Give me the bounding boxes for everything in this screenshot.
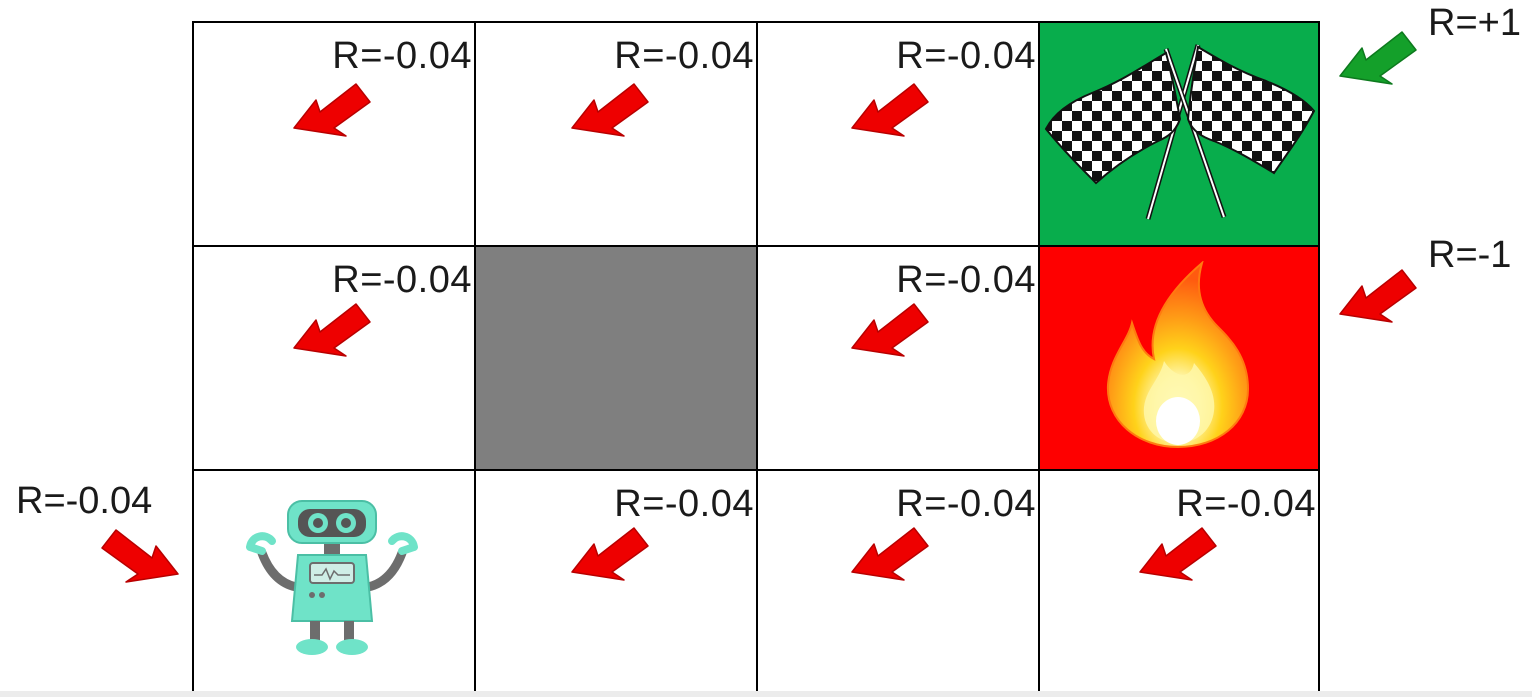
cell-reward-label: R=-0.04	[332, 35, 472, 77]
cell-r0-c0: R=-0.04	[192, 21, 476, 247]
arrow-icon	[851, 303, 929, 357]
goal-reward-label: R=+1	[1428, 2, 1521, 44]
robot-icon	[246, 500, 418, 655]
arrow-icon	[571, 83, 649, 137]
cell-start	[192, 469, 476, 693]
arrow-icon	[1139, 527, 1217, 581]
cell-reward-label: R=-0.04	[1176, 483, 1316, 525]
green-arrow-icon	[1339, 31, 1417, 85]
cell-goal	[1038, 21, 1320, 247]
arrow-icon	[293, 83, 371, 137]
cell-reward-label: R=-0.04	[896, 35, 1036, 77]
cell-reward-label: R=-0.04	[332, 259, 472, 301]
cell-wall	[474, 245, 758, 471]
arrow-icon	[293, 303, 371, 357]
cell-r1-c0: R=-0.04	[192, 245, 476, 471]
arrow-icon	[571, 527, 649, 581]
arrow-icon	[1339, 269, 1417, 323]
arrow-icon	[851, 83, 929, 137]
arrow-icon	[101, 529, 179, 583]
arrow-icon	[851, 527, 929, 581]
cell-r1-c2: R=-0.04	[756, 245, 1040, 471]
fire-reward-label: R=-1	[1428, 234, 1512, 276]
cell-fire	[1038, 245, 1320, 471]
flame-icon	[1106, 261, 1250, 449]
cell-reward-label: R=-0.04	[614, 483, 754, 525]
checkered-flags-icon	[1044, 44, 1316, 220]
cell-reward-label: R=-0.04	[896, 483, 1036, 525]
cell-r2-c2: R=-0.04	[756, 469, 1040, 693]
bottom-strip	[0, 691, 1532, 697]
cell-reward-label: R=-0.04	[896, 259, 1036, 301]
start-reward-label: R=-0.04	[16, 480, 153, 522]
cell-reward-label: R=-0.04	[614, 35, 754, 77]
